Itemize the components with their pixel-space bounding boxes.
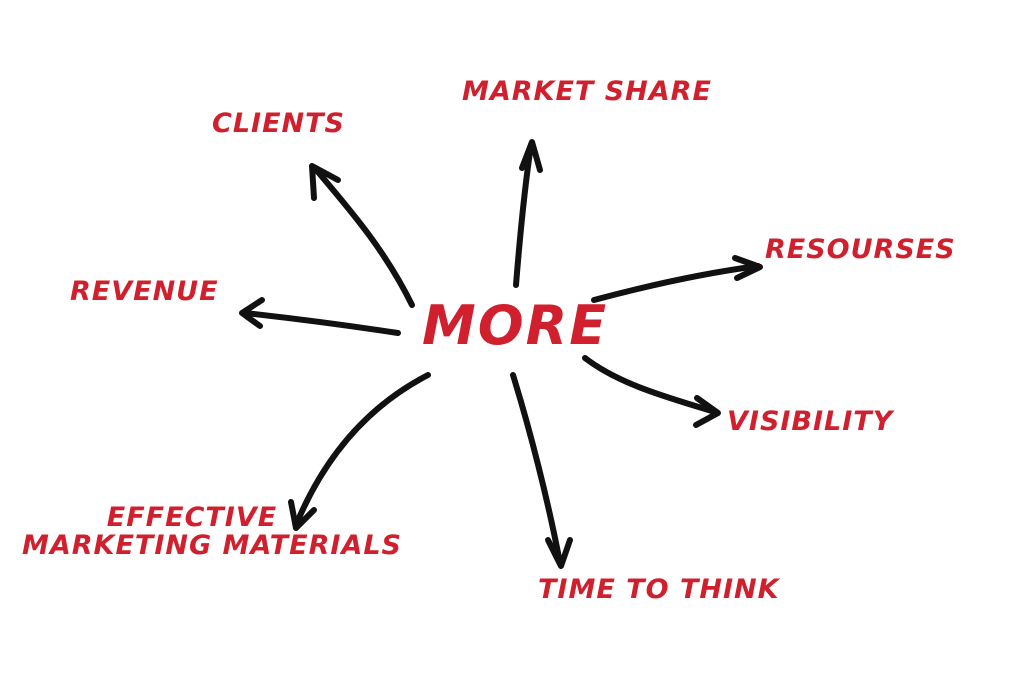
label-effective-line1: EFFECTIVE bbox=[106, 502, 278, 533]
label-resourses: RESOURSES bbox=[765, 234, 956, 265]
center-label: MORE bbox=[422, 294, 609, 357]
arrow-to-effective-marketing-materials bbox=[288, 372, 431, 531]
arrow-to-clients bbox=[309, 163, 415, 308]
arrow-to-market-share bbox=[513, 139, 543, 288]
label-visibility: VISIBILITY bbox=[727, 406, 894, 437]
arrow-to-time-to-think bbox=[510, 372, 573, 569]
label-effective-line2: MARKETING MATERIALS bbox=[22, 530, 402, 562]
label-effective-marketing-materials: EFFECTIVE MARKETING MATERIALS bbox=[22, 502, 402, 562]
label-market-share: MARKET SHARE bbox=[462, 76, 712, 107]
arrow-to-visibility bbox=[582, 355, 721, 428]
arrow-to-resourses bbox=[591, 255, 763, 303]
label-clients: CLIENTS bbox=[212, 108, 345, 139]
arrow-to-revenue bbox=[239, 297, 401, 336]
label-time-to-think: TIME TO THINK bbox=[538, 574, 780, 605]
label-revenue: REVENUE bbox=[70, 276, 219, 307]
